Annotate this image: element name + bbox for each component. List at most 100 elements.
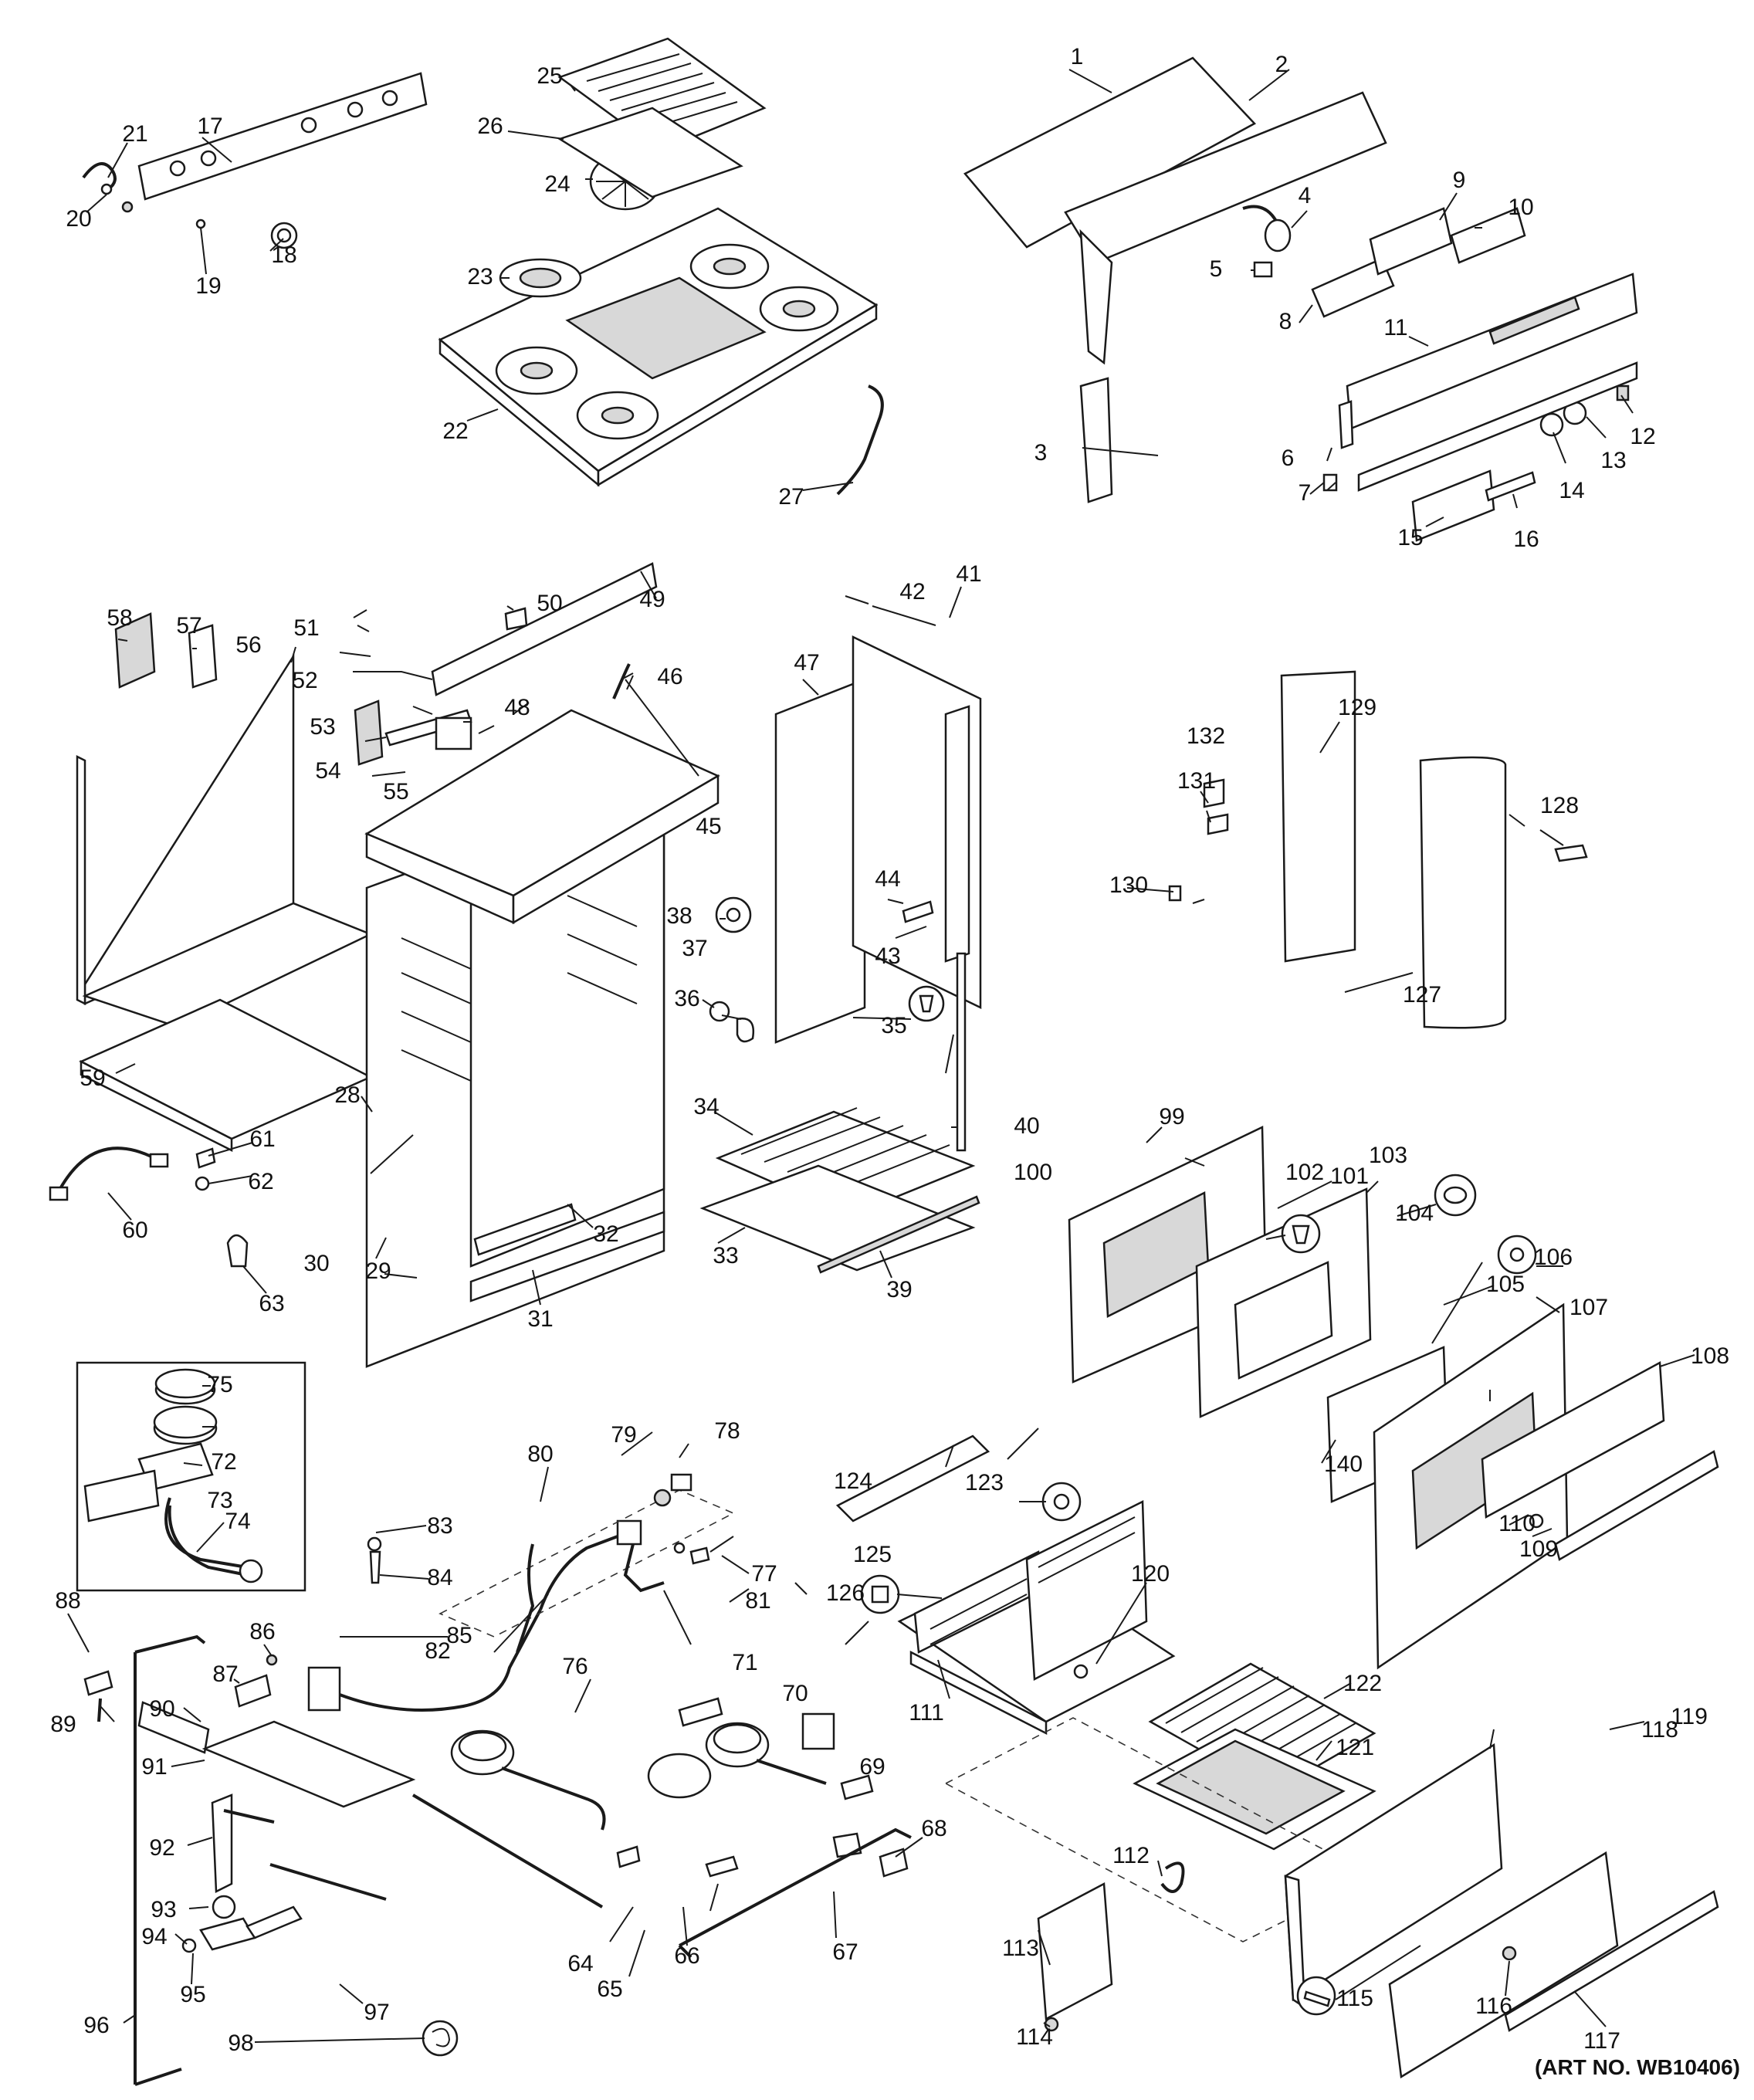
part-number-label: 115: [1336, 1986, 1373, 2011]
part-number-label: 110: [1498, 1511, 1536, 1536]
part-number-label: 62: [248, 1169, 273, 1194]
part-number-label: 83: [427, 1513, 452, 1539]
part-number-label: 57: [176, 613, 201, 638]
part-number-label: 71: [732, 1650, 757, 1675]
part-number-label: 12: [1630, 424, 1655, 449]
part-number-label: 46: [657, 664, 682, 689]
part-number-label: 55: [383, 779, 408, 804]
part-number-label: 93: [151, 1897, 176, 1922]
part-number-label: 72: [211, 1449, 236, 1475]
part-number-label: 18: [271, 242, 296, 268]
part-number-label: 1: [1071, 44, 1084, 69]
part-number-label: 112: [1112, 1843, 1150, 1868]
part-number-label: 114: [1016, 2024, 1053, 2050]
part-number-label: 7: [1299, 480, 1312, 506]
part-number-label: 118: [1641, 1717, 1678, 1743]
part-number-label: 50: [537, 591, 562, 616]
part-number-label: 13: [1600, 448, 1626, 473]
part-number-label: 97: [364, 2000, 389, 2025]
part-number-label: 61: [249, 1126, 275, 1152]
part-number-label: 26: [477, 113, 503, 139]
part-number-label: 122: [1343, 1671, 1382, 1696]
part-number-label: 14: [1559, 478, 1584, 503]
part-number-label: 86: [249, 1619, 275, 1644]
cabinet-oven-body-assembly: [49, 562, 720, 1368]
part-number-label: 23: [467, 264, 493, 290]
part-number-label: 82: [425, 1638, 450, 1664]
part-number-labels: 1 2 3 4 5 6 7 8 9 10 11 12 13 14 15 16 1…: [50, 44, 1729, 2056]
part-number-label: 67: [832, 1939, 858, 1965]
part-number-label: 73: [207, 1488, 232, 1513]
part-number-label: 6: [1282, 445, 1295, 471]
part-number-label: 90: [149, 1696, 174, 1722]
part-number-label: 16: [1513, 527, 1539, 552]
part-number-label: 78: [714, 1418, 740, 1444]
part-number-label: 59: [80, 1065, 105, 1091]
part-number-label: 124: [834, 1468, 872, 1494]
part-number-label: 29: [365, 1258, 391, 1284]
part-number-label: 70: [782, 1681, 808, 1706]
part-number-label: 68: [921, 1816, 946, 1841]
part-number-label: 101: [1330, 1163, 1369, 1189]
burner-and-gas-valve-assembly: [76, 1361, 912, 2086]
part-number-label: 100: [1014, 1160, 1052, 1185]
part-number-label: 52: [292, 668, 317, 693]
part-number-label: 8: [1279, 309, 1292, 334]
part-number-label: 22: [442, 418, 468, 444]
part-number-label: 47: [794, 650, 819, 676]
part-number-label: 45: [696, 814, 721, 839]
part-number-label: 116: [1475, 1993, 1512, 2019]
part-number-label: 85: [446, 1623, 472, 1648]
part-number-label: 43: [875, 943, 900, 969]
part-number-label: 126: [826, 1580, 865, 1606]
part-number-label: 56: [235, 632, 261, 658]
side-trim-and-oven-door-assembly: [1068, 670, 1719, 1670]
part-number-label: 39: [886, 1277, 912, 1302]
part-number-label: 123: [965, 1470, 1004, 1495]
part-number-label: 36: [674, 986, 699, 1011]
part-number-label: 4: [1299, 183, 1312, 208]
part-number-label: 111: [909, 1700, 944, 1726]
part-number-label: 113: [1002, 1936, 1039, 1961]
cooktop-assembly: [438, 37, 884, 496]
part-number-label: 98: [228, 2031, 253, 2056]
part-number-label: 125: [853, 1542, 892, 1567]
part-number-label: 96: [83, 2013, 109, 2038]
part-number-label: 107: [1569, 1295, 1608, 1320]
part-number-label: 87: [212, 1661, 238, 1687]
part-number-label: 131: [1177, 768, 1216, 794]
part-number-label: 121: [1336, 1735, 1374, 1760]
part-number-label: 19: [195, 273, 221, 299]
part-number-label: 64: [567, 1951, 593, 1976]
part-number-label: 5: [1210, 256, 1223, 282]
part-number-label: 81: [745, 1588, 770, 1614]
part-number-label: 102: [1285, 1160, 1324, 1185]
part-number-label: 106: [1534, 1245, 1573, 1270]
part-number-label: 130: [1109, 872, 1148, 898]
part-number-label: 69: [859, 1754, 885, 1780]
part-number-label: 117: [1583, 2028, 1620, 2054]
part-number-label: 140: [1324, 1451, 1363, 1477]
part-number-label: 109: [1519, 1536, 1558, 1562]
part-number-label: 37: [682, 936, 707, 961]
part-number-label: 77: [751, 1561, 777, 1587]
oven-racks-and-inner-panels: [699, 595, 982, 1274]
part-number-label: 60: [122, 1218, 147, 1243]
part-number-label: 27: [778, 484, 804, 510]
part-number-label: 91: [141, 1754, 167, 1780]
part-number-label: 95: [180, 1982, 205, 2007]
part-number-label: 35: [881, 1013, 906, 1038]
leader-lines: [67, 69, 1695, 2043]
part-number-label: 41: [956, 561, 981, 587]
backguard-rail-assembly: [82, 72, 428, 249]
part-number-label: 75: [207, 1372, 232, 1397]
part-number-label: 99: [1159, 1104, 1184, 1130]
part-number-label: 33: [713, 1243, 738, 1268]
part-number-label: 15: [1397, 525, 1423, 550]
part-number-label: 31: [527, 1306, 553, 1332]
part-number-label: 88: [55, 1588, 80, 1614]
part-number-label: 105: [1486, 1272, 1525, 1297]
part-number-label: 79: [611, 1422, 636, 1448]
part-number-label: 2: [1275, 52, 1288, 77]
part-number-label: 94: [141, 1924, 167, 1949]
